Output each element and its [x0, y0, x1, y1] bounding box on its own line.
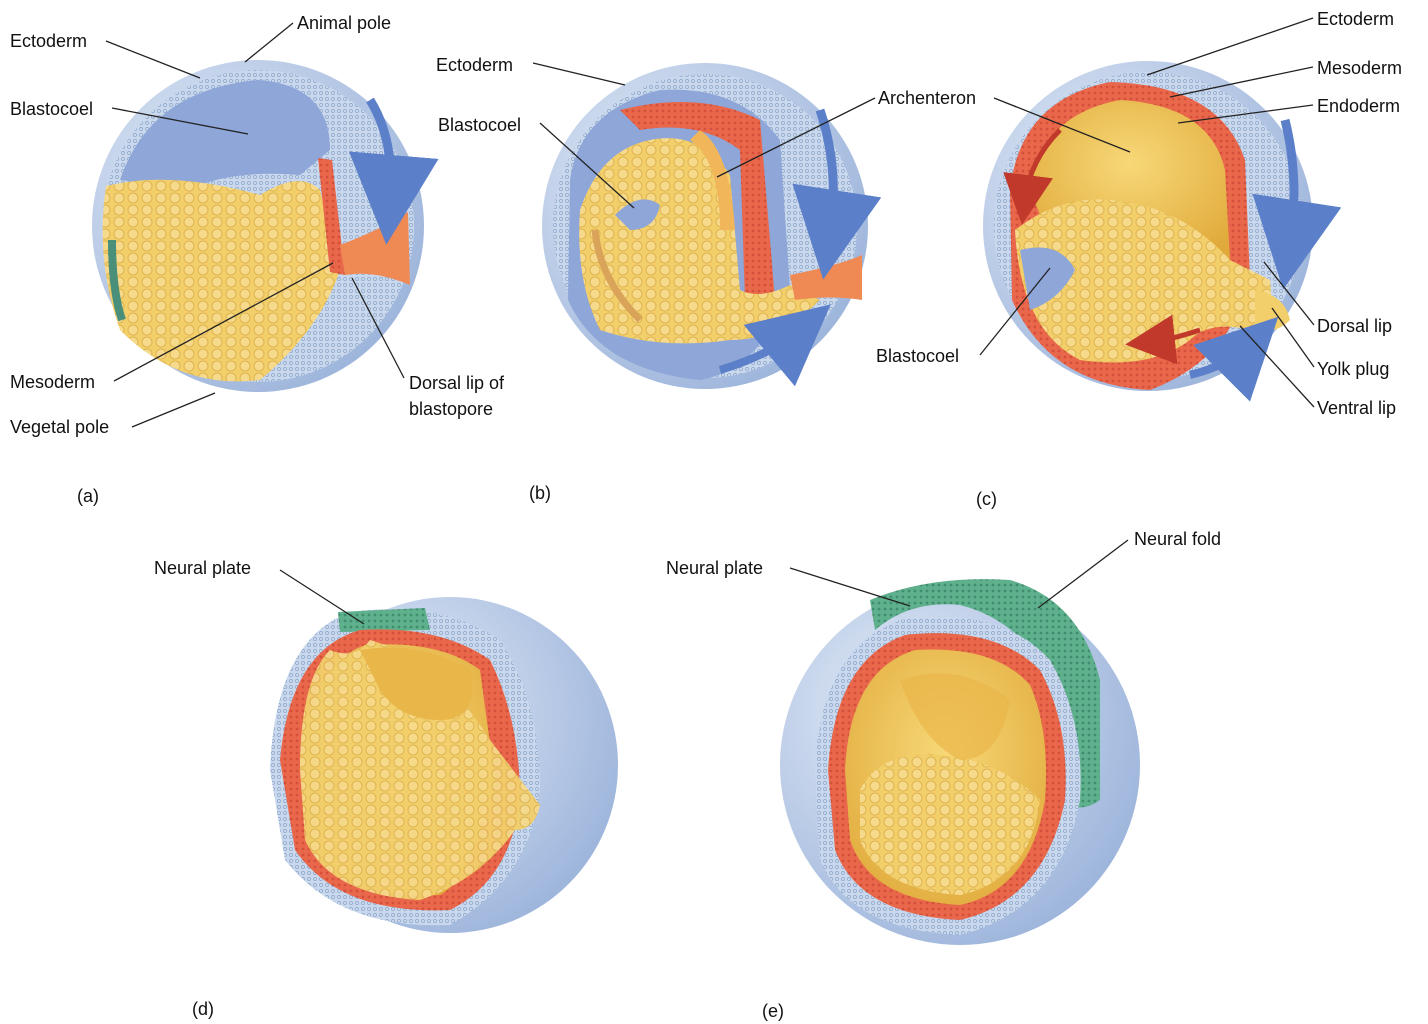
label-c-blastocoel: Blastocoel [876, 345, 959, 367]
label-a-dorsal-lip-line1: Dorsal lip of [409, 372, 504, 394]
label-e-neural-plate: Neural plate [666, 557, 763, 579]
panel-c-embryo [983, 61, 1313, 391]
caption-b: (b) [529, 482, 551, 504]
caption-a: (a) [77, 485, 99, 507]
caption-d: (d) [192, 998, 214, 1020]
label-a-animal-pole: Animal pole [297, 12, 391, 34]
panel-d-embryo [270, 597, 618, 933]
label-a-blastocoel: Blastocoel [10, 98, 93, 120]
label-c-ectoderm: Ectoderm [1317, 8, 1394, 30]
label-e-neural-fold: Neural fold [1134, 528, 1221, 550]
label-a-dorsal-lip-line2: blastopore [409, 398, 493, 420]
label-b-archenteron: Archenteron [878, 87, 976, 109]
label-a-ectoderm: Ectoderm [10, 30, 87, 52]
label-a-vegetal-pole: Vegetal pole [10, 416, 109, 438]
label-b-blastocoel: Blastocoel [438, 114, 521, 136]
caption-e: (e) [762, 1000, 784, 1022]
label-c-mesoderm: Mesoderm [1317, 57, 1402, 79]
label-c-dorsal-lip: Dorsal lip [1317, 315, 1392, 337]
label-a-mesoderm: Mesoderm [10, 371, 95, 393]
label-c-ventral-lip: Ventral lip [1317, 397, 1396, 419]
panel-b-embryo [542, 63, 868, 389]
label-d-neural-plate: Neural plate [154, 557, 251, 579]
caption-c: (c) [976, 488, 997, 510]
label-b-ectoderm: Ectoderm [436, 54, 513, 76]
label-c-yolk-plug: Yolk plug [1317, 358, 1389, 380]
panel-a-embryo [92, 60, 424, 392]
panel-e-embryo [780, 579, 1140, 945]
label-c-endoderm: Endoderm [1317, 95, 1400, 117]
